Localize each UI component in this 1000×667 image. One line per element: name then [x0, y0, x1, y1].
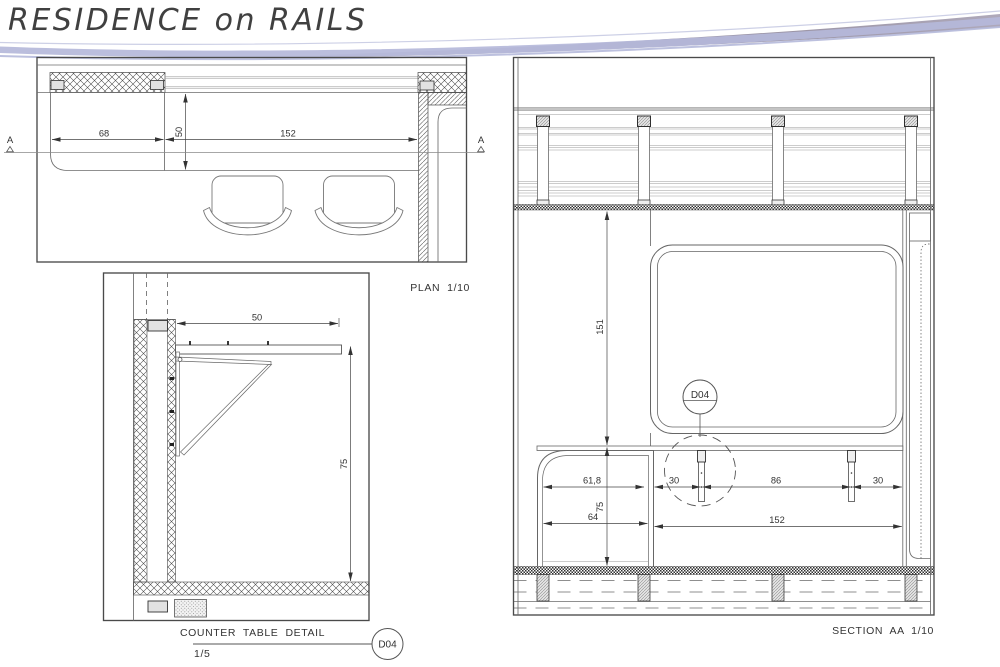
plan-chair: [203, 175, 292, 236]
detail-fixing: [169, 410, 174, 413]
detail-title: COUNTER TABLE DETAIL: [180, 627, 325, 639]
section-balloon-label: D04: [691, 390, 710, 401]
plan-counter: [50, 93, 419, 171]
plan-wall-post: [150, 80, 164, 90]
section-floor-structure: [513, 580, 931, 609]
detail-fixing: [169, 377, 174, 380]
section-floor-post: [536, 574, 550, 602]
section-rail-post: [637, 115, 651, 206]
section-table-leg: [847, 450, 856, 502]
detail-wall-cap: [147, 320, 168, 332]
detail-folding-bracket: [175, 351, 273, 457]
section-dim-86: 86: [771, 476, 781, 486]
plan-sidewall-hatch: [418, 92, 429, 263]
section-marker-a-left: A: [7, 135, 14, 146]
counter-table-detail-drawing: 50 75 COUNTER TABLE DETAIL 1/5 D04: [102, 272, 404, 660]
logo-text: RESIDENCE on RAILS: [8, 3, 368, 38]
section-marker-a-right: A: [478, 135, 485, 146]
detail-border: [102, 272, 370, 622]
section-marker-arrow: [5, 145, 15, 153]
plan-dim-152: 152: [280, 129, 296, 139]
section-rail-band: [513, 107, 935, 111]
swoosh-line-upper: [0, 10, 1000, 45]
plan-border: [36, 56, 468, 263]
section-detail-circle: [664, 434, 736, 507]
section-dim-151: 151: [595, 319, 605, 335]
section-border: [512, 56, 935, 616]
section-floor-band: [513, 566, 935, 575]
section-floor-post: [771, 574, 785, 602]
plan-section-line: A A: [4, 135, 486, 153]
section-rail-post: [536, 115, 550, 206]
detail-wall-hatch: [167, 319, 176, 583]
section-dim-30-right: 30: [873, 476, 883, 486]
section-rail-lines: [518, 114, 931, 197]
section-base-cabinet: [537, 450, 654, 567]
plan-title: PLAN 1/10: [410, 282, 470, 294]
section-dim-64: 64: [588, 512, 598, 522]
section-dim-61-8: 61,8: [583, 476, 601, 486]
plan-wall-post: [419, 80, 435, 91]
plan-wall-post: [50, 80, 65, 90]
section-drawing: 151 D04 30 86 30 61,8 64 75 1: [512, 56, 935, 637]
section-counter-top: [536, 445, 904, 451]
detail-insulation-block: [174, 599, 207, 618]
swoosh-line-lower: [0, 26, 1000, 61]
section-window-inner: [657, 251, 897, 428]
section-floor-post: [904, 574, 918, 602]
section-table-leg: [697, 450, 706, 502]
plan-corner-hatch: [427, 92, 467, 106]
detail-balloon: [371, 628, 404, 660]
section-dim-152: 152: [769, 515, 785, 525]
plan-dim-68: 68: [99, 129, 109, 139]
section-floor-post: [637, 574, 651, 602]
detail-dim-75: 75: [339, 459, 349, 469]
section-dim-30-left: 30: [669, 476, 679, 486]
detail-scale: 1/5: [194, 648, 210, 660]
detail-dim-50: 50: [252, 313, 262, 323]
section-right-cabinet: [909, 212, 931, 559]
detail-floor-cap: [147, 600, 168, 613]
plan-inner-panel: [437, 107, 467, 262]
section-dim-75: 75: [595, 502, 605, 512]
section-ceiling-band: [513, 204, 935, 211]
plan-window-ledge: [165, 76, 418, 89]
section-rail-post: [771, 115, 785, 206]
section-marker-arrow: [476, 145, 486, 153]
section-window-outer: [650, 244, 904, 434]
detail-table-board: [175, 344, 342, 355]
detail-balloon-label: D04: [378, 640, 397, 651]
section-rail-post: [904, 115, 918, 206]
detail-wall-hatch: [133, 319, 148, 583]
logo-swoosh-header: RESIDENCE on RAILS: [0, 3, 1000, 61]
detail-floor-hatch: [133, 581, 370, 596]
plan-wall-hatch-left: [49, 72, 166, 93]
swoosh-ribbon-lavender: [0, 17, 1000, 58]
section-balloon-callout: D04: [664, 379, 736, 507]
section-title: SECTION AA 1/10: [832, 625, 934, 637]
detail-fixing: [169, 443, 174, 446]
plan-dim-50: 50: [174, 127, 184, 137]
plan-drawing: 68 152 50 A A PLAN 1/10: [4, 56, 486, 294]
plan-chair: [314, 175, 404, 236]
